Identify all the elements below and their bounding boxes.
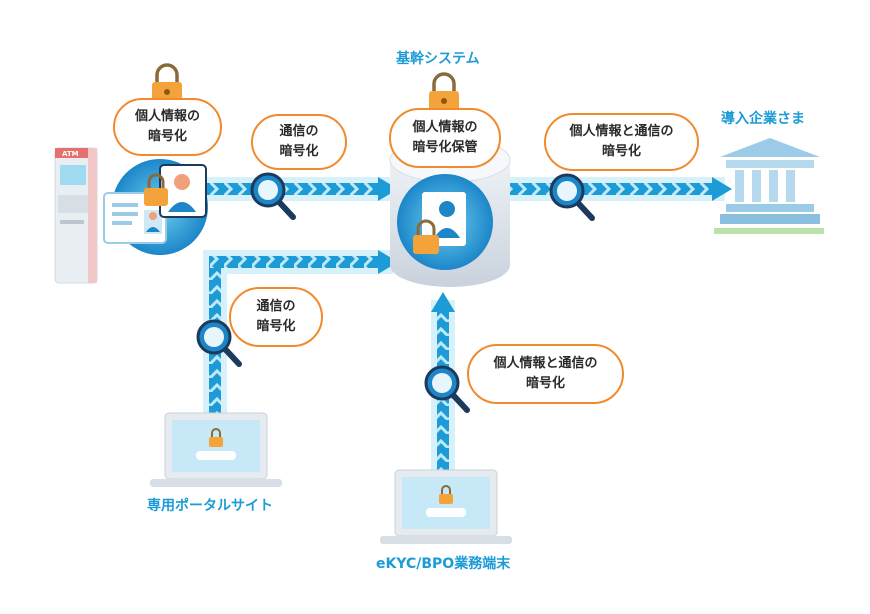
bubble-line: 個人情報と通信の xyxy=(569,124,674,139)
laptop-icon xyxy=(150,412,282,487)
flow-atm-to-core xyxy=(190,177,398,201)
magnifier-icon xyxy=(424,365,470,413)
flow-core-to-company xyxy=(505,177,732,201)
bubble-comm-encryption-left: 通信の 暗号化 xyxy=(229,287,323,347)
core-system-label: 基幹システム xyxy=(396,51,480,67)
lock-icon xyxy=(144,173,168,206)
bubble-comm-encryption-top: 通信の 暗号化 xyxy=(251,114,347,170)
lock-icon xyxy=(413,219,439,254)
id-verification-orb xyxy=(103,159,208,255)
client-company-label: 導入企業さま xyxy=(721,111,805,127)
bubble-line: 暗号化保管 xyxy=(412,140,478,155)
building-icon xyxy=(714,138,824,234)
atm-icon: ATM xyxy=(54,147,98,284)
bubble-line: 個人情報の xyxy=(412,120,478,135)
ekyc-terminal-label: eKYC/BPO業務端末 xyxy=(376,556,511,572)
bubble-info-and-comm-bottom: 個人情報と通信の 暗号化 xyxy=(467,344,624,404)
bubble-line: 通信の xyxy=(256,299,296,314)
bubble-line: 暗号化 xyxy=(147,129,187,144)
laptop-icon xyxy=(380,469,512,544)
bubble-line: 暗号化 xyxy=(525,376,565,391)
bubble-line: 暗号化 xyxy=(256,319,296,334)
atm-screen-label: ATM xyxy=(62,150,79,158)
bubble-personal-info-encryption: 個人情報の 暗号化 xyxy=(113,98,222,156)
magnifier-icon xyxy=(250,172,296,220)
bubble-line: 通信の xyxy=(279,124,319,139)
portal-site-label: 専用ポータルサイト xyxy=(147,498,273,514)
magnifier-icon xyxy=(196,319,242,367)
bubble-personal-info-storage: 個人情報の 暗号化保管 xyxy=(389,108,501,168)
bubble-line: 暗号化 xyxy=(279,144,319,159)
bubble-line: 個人情報の xyxy=(134,109,200,124)
bubble-info-and-comm-right: 個人情報と通信の 暗号化 xyxy=(544,113,699,171)
lock-icon xyxy=(429,72,459,113)
bubble-line: 個人情報と通信の xyxy=(493,356,598,371)
magnifier-icon xyxy=(549,173,595,221)
bubble-line: 暗号化 xyxy=(601,144,641,159)
